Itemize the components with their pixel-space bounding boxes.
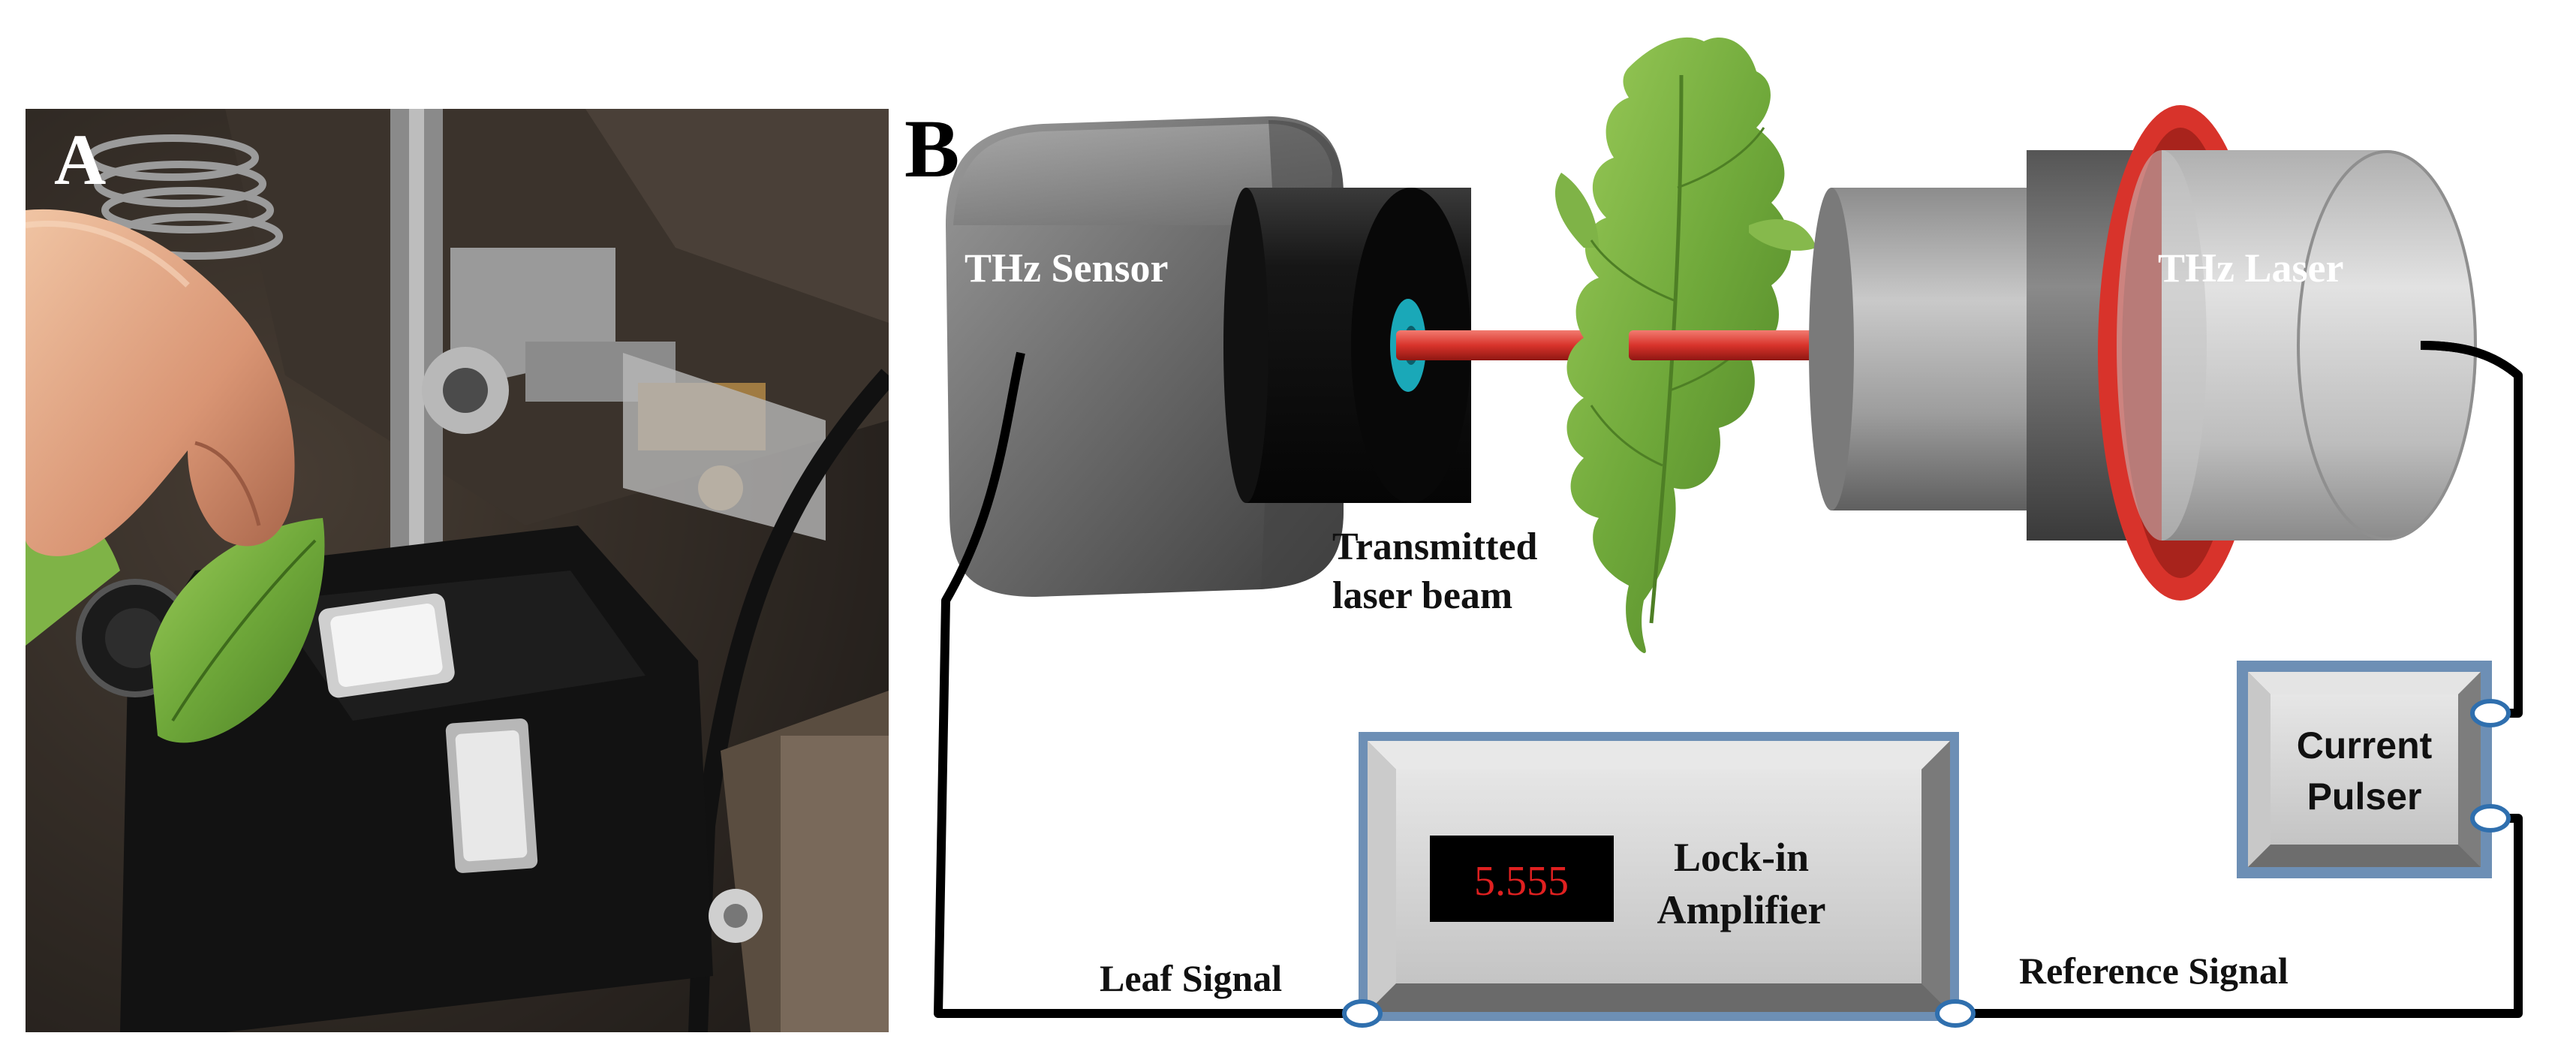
pulser-port-top [2470,699,2511,727]
laser-rear-cable [2420,341,2521,379]
thz-sensor-label: THz Sensor [964,245,1169,291]
thz-laser-icon [1809,105,2477,601]
current-pulser-box [2237,661,2492,878]
lock-in-label-line1: Lock-in [1674,835,1809,880]
lock-in-label-line2: Amplifier [1657,887,1826,932]
transmitted-beam-label-line1: Transmitted [1332,525,1538,568]
amplifier-port-left [1342,999,1383,1028]
sensor-detector-head [1223,188,1471,503]
amplifier-display-value: 5.555 [1474,858,1569,905]
thz-laser-label: THz Laser [2158,245,2343,291]
panel-b-label: B [904,103,959,194]
amplifier-port-right [1935,999,1976,1028]
leaf-signal-label: Leaf Signal [1100,957,1282,999]
reference-signal-label: Reference Signal [2019,950,2289,992]
panel-a-label: A [54,119,106,200]
pulser-port-bottom [2470,804,2511,833]
current-pulser-label-line1: Current [2297,724,2433,766]
transmitted-beam-label-line2: laser beam [1332,574,1512,617]
current-pulser-label-line2: Pulser [2307,775,2422,818]
amplifier-display [1430,836,1614,922]
lab-photo [26,109,889,1032]
laser-beam-through-leaf [1629,330,1816,360]
